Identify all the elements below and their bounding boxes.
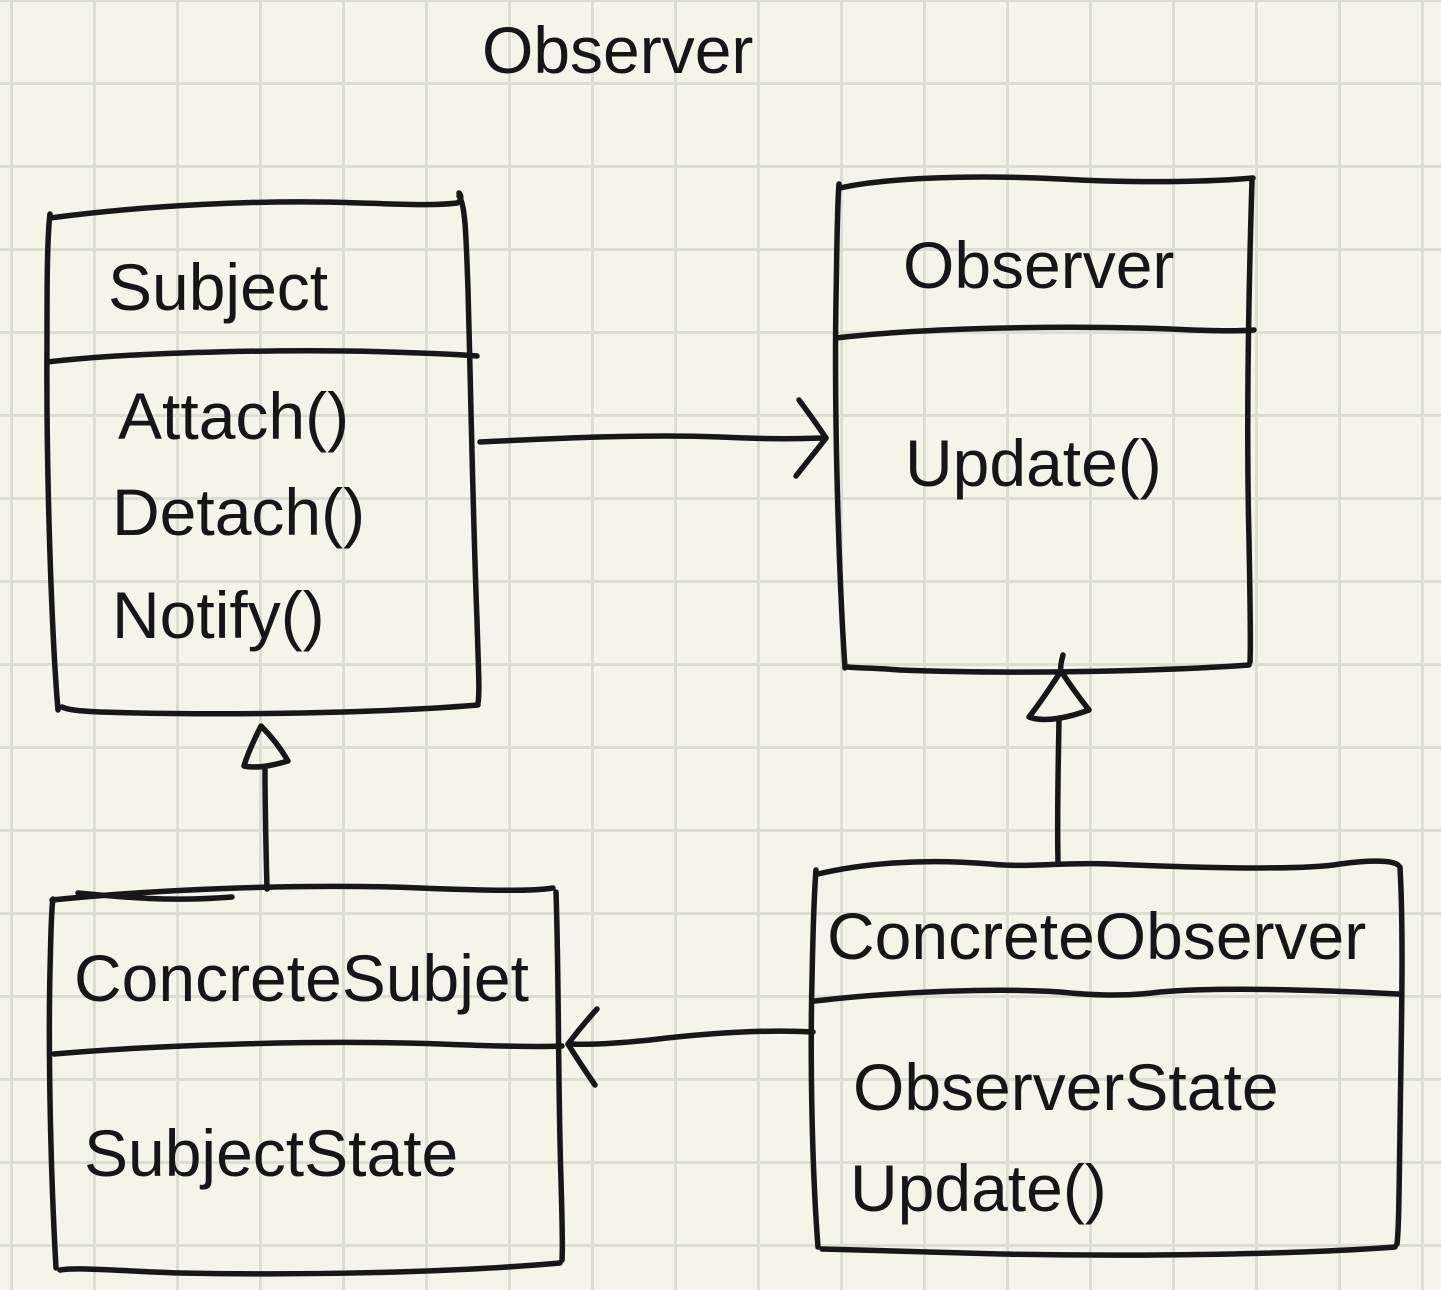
concrete-observer-box-top-edge	[815, 858, 1401, 877]
concrete-subject-box-left-edge	[46, 896, 59, 1271]
observer-box-bottom-edge	[845, 662, 1252, 675]
subject-class-box	[44, 190, 482, 717]
subject-method-attach: Attach()	[118, 379, 350, 453]
observer-box-top-edge	[837, 174, 1256, 191]
subject-box-top-edge	[47, 190, 464, 221]
concrete-observer-box-right-edge	[1394, 864, 1405, 1247]
concrete-subject-box-top-edge	[49, 883, 556, 903]
open-arrowhead-lower-barb-icon	[793, 435, 829, 479]
concrete-observer-box-bottom-edge	[819, 1244, 1398, 1258]
concrete-observer-box-left-edge	[808, 867, 821, 1250]
diagram-title: Observer	[482, 13, 754, 87]
concrete-observer-class-box	[808, 858, 1405, 1258]
open-arrowhead-upper-barb-icon	[565, 1006, 600, 1047]
observer-box-divider	[833, 324, 1257, 341]
concrete-subject-class-box	[46, 883, 566, 1277]
association-arrow-shaft	[568, 1028, 816, 1047]
association-arrow-subject-to-observer	[477, 397, 829, 479]
concrete-subject-box-bottom-edge	[57, 1260, 563, 1277]
open-arrowhead-upper-barb-icon	[796, 397, 829, 441]
observer-box-left-edge	[832, 181, 848, 671]
subject-class-name: Subject	[108, 250, 329, 324]
observer-method-update: Update()	[905, 426, 1162, 500]
open-arrowhead-lower-barb-icon	[565, 1041, 598, 1088]
inheritance-arrow-shaft	[1054, 715, 1062, 864]
subject-box-right-edge	[456, 193, 482, 706]
observer-class-name: Observer	[903, 228, 1175, 302]
subject-method-notify: Notify()	[112, 578, 325, 652]
concrete-observer-method-update: Update()	[850, 1151, 1107, 1225]
concrete-observer-box-divider	[812, 986, 1402, 1004]
subject-box-bottom-edge	[59, 702, 481, 717]
subject-box-divider	[44, 348, 480, 365]
association-arrow-shaft	[477, 433, 825, 445]
hollow-triangle-arrowhead-icon	[1026, 668, 1092, 723]
concrete-observer-attribute-state: ObserverState	[853, 1050, 1279, 1124]
concrete-subject-box-right-edge	[553, 889, 566, 1263]
concrete-subject-box-top-overstroke	[75, 890, 235, 902]
concrete-subject-box-divider	[51, 1039, 565, 1057]
hollow-triangle-arrowhead-icon	[241, 723, 291, 770]
association-arrow-concrete-observer-to-concrete-subject	[565, 1006, 816, 1088]
concrete-observer-class-name: ConcreteObserver	[827, 899, 1367, 973]
subject-method-detach: Detach()	[112, 475, 366, 549]
inheritance-arrow-shaft	[262, 766, 270, 892]
inheritance-arrow-concrete-observer-to-observer	[1026, 652, 1092, 864]
observer-class-box	[832, 174, 1257, 675]
concrete-subject-class-name: ConcreteSubjet	[74, 941, 529, 1015]
concrete-subject-attribute-state: SubjectState	[84, 1116, 459, 1190]
subject-box-left-edge	[44, 211, 61, 713]
arrowhead-apex-tick	[1057, 652, 1066, 676]
inheritance-arrow-concrete-subject-to-subject	[241, 723, 291, 892]
observer-box-right-edge	[1245, 177, 1255, 665]
